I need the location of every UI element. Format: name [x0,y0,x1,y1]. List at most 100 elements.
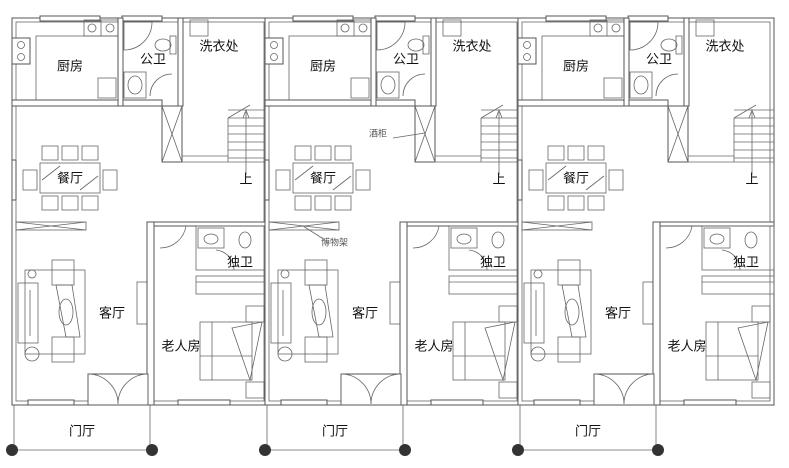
arrow-head [748,108,756,119]
window [27,399,75,406]
column [652,444,664,456]
washing-machine [189,19,209,37]
shower-icon [376,21,406,51]
dining-chair [547,195,565,211]
burner [270,53,278,61]
bed [705,321,759,381]
dining-chair [334,195,352,211]
burner [523,41,531,49]
window [430,399,484,406]
burner [17,41,25,49]
door-swing [655,73,679,97]
line [414,105,436,163]
column [399,444,411,456]
door-swing [149,73,173,97]
wall [659,221,775,227]
dining-chair [567,195,585,211]
door-swing [117,373,149,405]
dining-table [39,162,101,194]
sink-basin [611,23,621,33]
dining-table [545,162,607,194]
door-swing [402,73,426,97]
line [294,165,314,181]
wall [11,99,163,107]
wall [153,221,269,227]
burner [523,53,531,61]
annotation-display-shelf: 博物架 [321,237,348,249]
bed-cover [737,321,769,382]
room-label-elder-room: 老人房 [414,339,453,355]
plant-icon [277,346,293,362]
line [41,165,61,181]
bed [452,321,506,381]
column [512,444,524,456]
fridge [97,77,117,99]
wall [370,17,377,107]
wall [406,221,522,227]
door-swing [665,225,693,249]
window [683,399,737,406]
room-label-private-toilet: 独卫 [733,256,759,271]
dining-chair [22,169,38,191]
plant-icon [280,269,290,279]
burner [270,41,278,49]
column [6,444,18,456]
line [79,175,99,191]
toilet-icon [154,38,172,52]
arrow-head [495,108,503,119]
room-label-public-toilet: 公卫 [646,53,672,68]
stove-icon [264,37,284,65]
wardrobe [701,275,775,295]
door-swing [87,373,119,405]
door-swing [623,373,655,405]
outer-wall [264,17,522,406]
dining-chair [102,169,118,191]
basin [380,75,396,95]
dining-chair [587,145,605,161]
room-label-public-toilet: 公卫 [140,53,166,68]
nightstand [498,381,518,399]
washing-machine [695,19,715,37]
line [585,175,605,191]
basin [709,233,725,245]
toilet-tank [169,35,177,55]
display-shelf [521,221,593,231]
dining-chair [41,195,59,211]
door-swing [370,373,402,405]
line [268,221,340,231]
basin [633,75,649,95]
nightstand [498,305,518,323]
dining-chair [567,145,585,161]
break-line [733,104,757,119]
display-shelf [15,221,87,231]
stairs-up-label: 上 [239,173,252,188]
door-swing [215,249,235,271]
room-label-laundry: 洗衣处 [199,39,238,55]
room-label-porch: 门厅 [575,425,601,440]
line [667,105,689,163]
wall [264,99,416,107]
nightstand [245,305,265,323]
window [545,15,607,22]
leader-line [302,225,326,241]
column [146,444,158,456]
armchair [557,336,581,363]
wall [652,221,661,406]
room-label-porch: 门厅 [322,425,348,440]
side-window [517,159,523,201]
room-label-living: 客厅 [352,306,378,322]
plant-icon [530,346,546,362]
bed-cover [484,321,516,382]
sink-basin [87,23,97,33]
side-window [11,159,17,201]
toilet-icon [660,38,678,52]
dining-chair [275,169,291,191]
outer-wall [11,17,269,406]
plant-icon [24,346,40,362]
nightstand [245,381,265,399]
room-label-living: 客厅 [605,306,631,322]
line [15,221,87,231]
sofa [270,282,292,344]
dining-chair [314,145,332,161]
window [121,15,163,22]
